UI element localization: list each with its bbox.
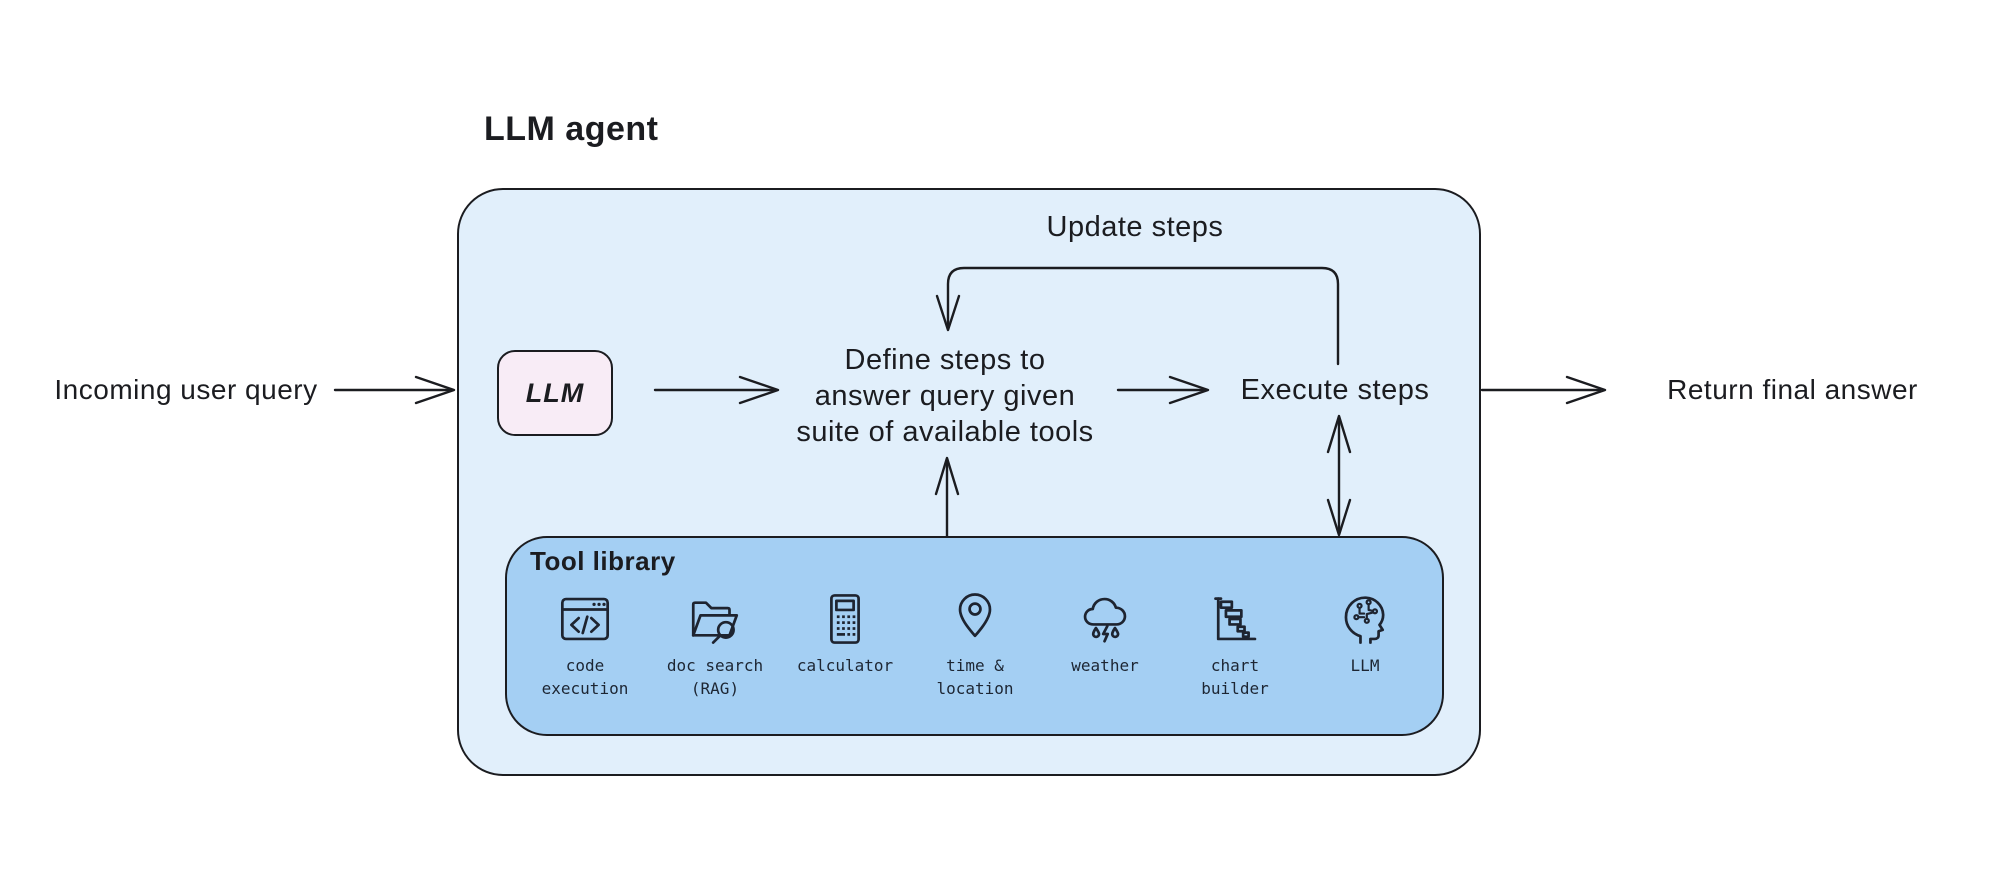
update-steps-loop-arrow <box>935 266 1340 366</box>
tool-label: doc search (RAG) <box>666 656 764 698</box>
tool-item-doc-search: doc search (RAG) <box>650 588 780 720</box>
tool-item-time-location: time & location <box>910 588 1040 720</box>
doc-search-icon <box>686 588 744 650</box>
llm-head-icon <box>1336 588 1394 650</box>
tool-item-code-execution: code execution <box>520 588 650 720</box>
llm-node-label: LLM <box>525 377 585 408</box>
execute-steps-label: Execute steps <box>1240 374 1430 406</box>
define-steps-line3: suite of available tools <box>796 416 1094 448</box>
tools-to-define-arrow <box>934 456 960 538</box>
weather-icon <box>1076 588 1134 650</box>
tool-label: calculator <box>796 656 894 675</box>
tool-item-weather: weather <box>1040 588 1170 720</box>
define-to-execute-arrow <box>1116 375 1210 405</box>
chart-builder-icon <box>1206 588 1264 650</box>
return-final-answer-label: Return final answer <box>1667 374 1918 405</box>
tool-label: weather <box>1071 656 1139 675</box>
tool-label: time & location <box>936 656 1014 698</box>
tool-label: code execution <box>541 656 629 698</box>
tool-label: chart builder <box>1201 656 1269 698</box>
tool-label: LLM <box>1350 656 1380 675</box>
calculator-icon <box>816 588 874 650</box>
tool-library-title: Tool library <box>530 546 676 576</box>
update-steps-label: Update steps <box>1046 211 1224 243</box>
tool-item-calculator: calculator <box>780 588 910 720</box>
diagram-title: LLM agent <box>484 110 659 148</box>
code-execution-icon <box>556 588 614 650</box>
tool-item-llm: LLM <box>1300 588 1430 720</box>
llm-node: LLM <box>497 350 613 436</box>
incoming-user-query-label: Incoming user query <box>54 374 318 405</box>
define-steps-label: Define steps to answer query given suite… <box>775 342 1115 450</box>
define-steps-line1: Define steps to <box>844 344 1046 376</box>
time-location-icon <box>946 588 1004 650</box>
tool-item-chart-builder: chart builder <box>1170 588 1300 720</box>
llm-to-define-arrow <box>653 375 780 405</box>
execute-tools-double-arrow <box>1326 414 1352 537</box>
tool-row: code execution doc search (RAG) <box>520 588 1430 720</box>
define-steps-line2: answer query given <box>814 380 1076 412</box>
incoming-query-arrow <box>333 375 456 405</box>
execute-to-return-arrow <box>1480 375 1607 405</box>
